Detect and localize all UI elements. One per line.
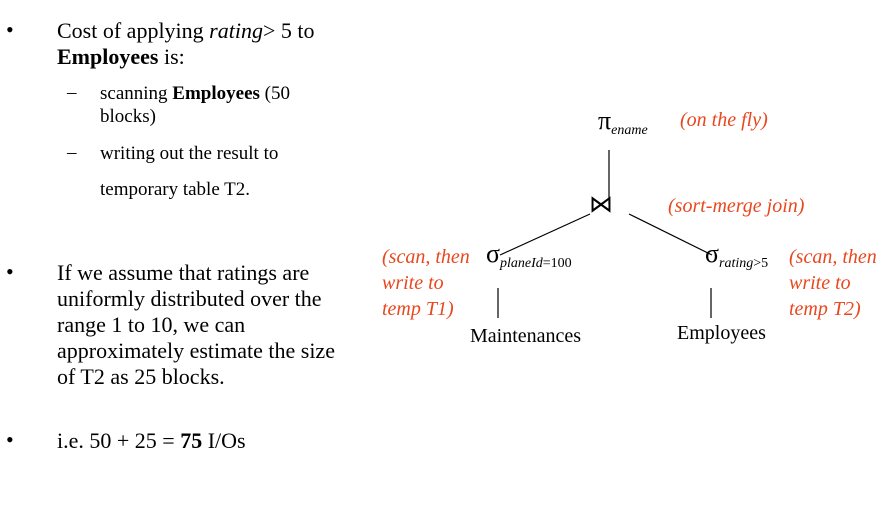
sigma-symbol: σ xyxy=(705,239,720,268)
bullet-dot: • xyxy=(6,259,14,284)
left-select-annotation-line-3: temp T1) xyxy=(382,298,454,320)
sub-bullet-2-line-1: writing out the result to xyxy=(100,143,279,164)
sub-bullet-1-line-1: scanning Employees (50 xyxy=(100,83,290,104)
dash: – xyxy=(67,142,77,163)
bullet-2-line-2: uniformly distributed over the xyxy=(57,286,322,311)
sub-bullet-1-line-2: blocks) xyxy=(100,106,156,127)
relation-employees: Employees xyxy=(677,322,766,344)
bullet-1-line-2: Employees is: xyxy=(57,44,185,69)
sub-bullet-2-line-2: temporary table T2. xyxy=(100,179,251,200)
right-select-annotation-line-2: write to xyxy=(789,272,851,294)
bullet-3-line-1: i.e. 50 + 25 = 75 I/Os xyxy=(57,428,246,453)
join-symbol: ⋈ xyxy=(589,192,613,218)
left-select-node: σplaneId=100 xyxy=(486,239,572,271)
left-select-annotation-line-2: write to xyxy=(382,272,444,294)
bullet-dot: • xyxy=(6,17,14,42)
bullet-2-line-5: of T2 as 25 blocks. xyxy=(57,364,225,389)
projection-node: πename xyxy=(598,106,648,138)
right-select-node: σrating>5 xyxy=(705,239,769,271)
bullet-2-line-4: approximately estimate the size xyxy=(57,338,335,363)
relation-maintenances: Maintenances xyxy=(470,325,582,347)
right-select-annotation-line-3: temp T2) xyxy=(789,298,861,320)
projection-annotation: (on the fly) xyxy=(680,109,768,131)
bullet-1-line-1: Cost of applying rating> 5 to xyxy=(57,18,315,43)
right-select-annotation-line-1: (scan, then xyxy=(789,246,877,268)
join-annotation: (sort-merge join) xyxy=(668,195,805,217)
sigma-symbol: σ xyxy=(486,239,501,268)
left-select-annotation-line-1: (scan, then xyxy=(382,246,470,268)
bullet-2-line-1: If we assume that ratings are xyxy=(57,260,310,285)
pi-symbol: π xyxy=(598,106,612,135)
dash: – xyxy=(67,82,77,103)
bullet-2-line-3: range 1 to 10, we can xyxy=(57,312,246,337)
bullet-dot: • xyxy=(6,427,14,452)
